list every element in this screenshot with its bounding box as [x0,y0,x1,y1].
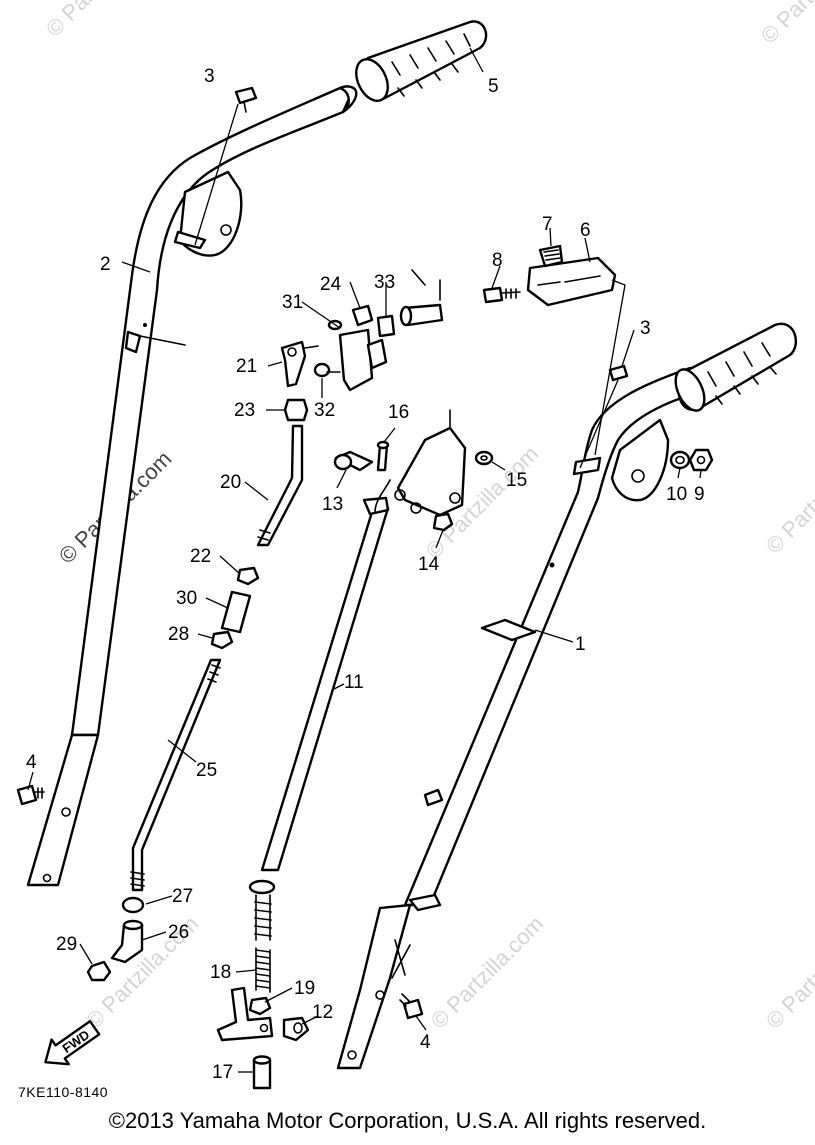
callout-33: 33 [374,272,395,293]
nut-27 [121,896,145,914]
callout-27: 27 [172,886,193,907]
knob-7 [538,244,564,268]
callout-22: 22 [190,546,211,567]
callout-20: 20 [220,472,241,493]
nut-10 [669,450,691,470]
callout-9: 9 [694,484,705,505]
callout-32: 32 [314,400,335,421]
callout-5: 5 [488,76,499,97]
washer-15 [474,450,494,466]
callout-4: 4 [420,1032,431,1053]
fitting-26 [110,919,144,964]
callout-24: 24 [320,274,342,295]
watermark-text: © Partzilla.com [761,436,815,559]
callout-17: 17 [212,1062,233,1083]
pin-16 [376,440,390,472]
callout-8: 8 [492,250,503,271]
watermark-text: © Partzilla.com [426,911,549,1034]
lever-6 [526,256,626,456]
callout-28: 28 [168,624,189,645]
callout-10: 10 [666,484,687,505]
handle-bar-left [26,85,358,887]
callout-18: 18 [210,962,231,983]
screw-3-right [579,364,629,469]
nut-9 [688,448,714,472]
cable-bracket-assembly [327,269,444,392]
bracket-assembly [394,409,467,517]
rod-25 [130,658,222,892]
diagram-code: 7KE110-8140 [18,1084,108,1100]
handle-bar-right [336,366,702,1070]
callout-3: 3 [640,318,651,339]
fwd-arrow-icon: FWD [44,1020,101,1066]
bolt-32 [313,362,341,378]
fitting-12 [282,1016,310,1042]
callout-30: 30 [176,588,197,609]
nut-23 [283,398,309,422]
callout-25: 25 [196,760,217,781]
nut-14 [432,512,454,532]
callouts: 1 2 3 3 4 4 5 6 7 8 9 10 11 12 13 14 15 … [26,66,705,1083]
callout-19: 19 [294,978,315,999]
collar-17 [252,1055,272,1090]
watermark-text: © Partzilla.com [41,0,164,42]
spring-18 [255,947,271,993]
callout-2: 2 [100,254,111,275]
nut-28 [210,630,234,650]
copyright-notice: ©2013 Yamaha Motor Corporation, U.S.A. A… [108,1108,707,1133]
callout-21: 21 [236,356,257,377]
watermark-text: © Partzilla.com [756,0,815,49]
rod-11 [248,479,391,941]
bolt-4-right [399,993,424,1020]
watermark-text: © Partzilla.com [761,911,815,1034]
rod-20 [256,424,304,547]
callout-3: 3 [204,66,215,87]
callout-26: 26 [168,922,189,943]
callout-13: 13 [322,494,343,515]
callout-14: 14 [418,554,440,575]
callout-16: 16 [388,402,409,423]
callout-4: 4 [26,752,37,773]
nut-22 [236,566,260,586]
adjuster-21 [280,340,319,388]
grip-left [355,20,488,102]
callout-11: 11 [344,672,364,693]
bracket-13 [333,450,374,472]
screw-3-left [194,86,258,246]
bracket-lower [216,986,274,1042]
nut-29 [86,960,112,982]
callout-7: 7 [542,214,553,235]
bolt-8 [482,286,521,304]
callout-29: 29 [56,934,77,955]
callout-6: 6 [580,220,591,241]
callout-15: 15 [506,470,527,491]
callout-31: 31 [282,292,303,313]
callout-1: 1 [575,634,586,655]
leader-lines [27,47,702,1073]
grip-right [674,322,798,412]
coupler-30 [220,590,252,634]
callout-12: 12 [312,1002,333,1023]
callout-23: 23 [234,400,255,421]
bolt-4-left [16,784,45,806]
